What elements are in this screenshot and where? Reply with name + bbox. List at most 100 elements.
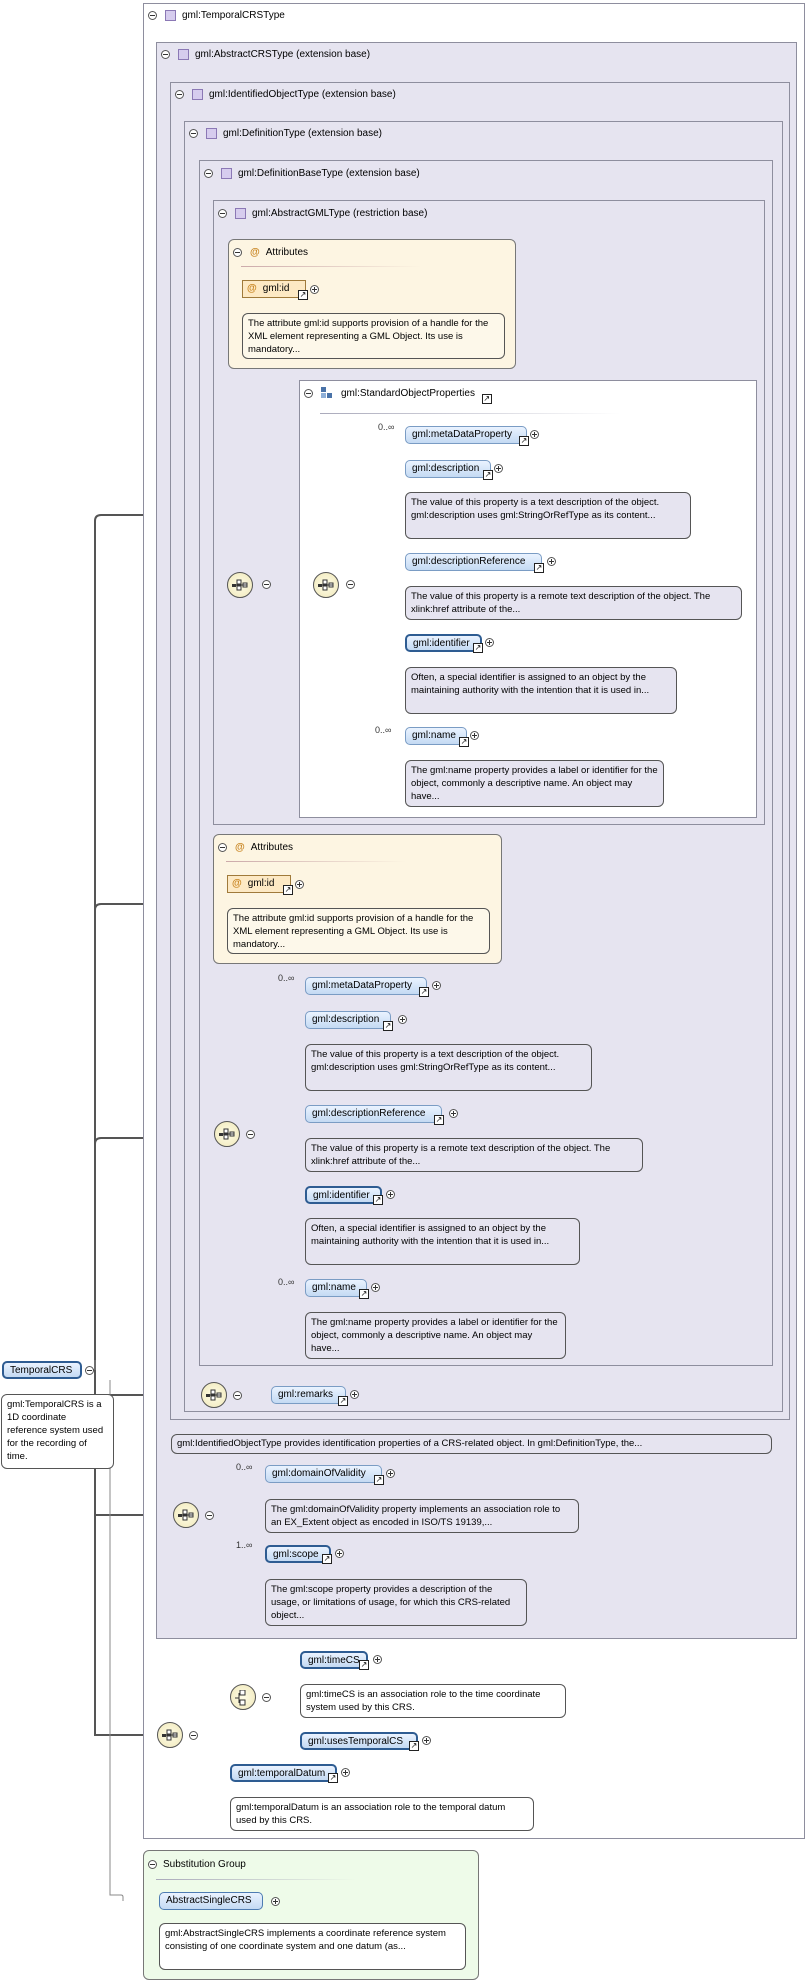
expand-plus-icon[interactable] bbox=[547, 557, 556, 566]
sequence-compositor-icon[interactable] bbox=[214, 1121, 240, 1147]
link-arrow-icon[interactable]: ↗ bbox=[374, 1475, 384, 1485]
temporal-crs-root-element[interactable]: TemporalCRS bbox=[2, 1361, 82, 1379]
expand-plus-icon[interactable] bbox=[371, 1283, 380, 1292]
domain-of-validity-element[interactable]: gml:domainOfValidity↗ bbox=[265, 1465, 384, 1485]
collapse-toggle-icon[interactable] bbox=[218, 842, 227, 852]
link-arrow-icon[interactable]: ↗ bbox=[534, 563, 544, 573]
link-arrow-icon[interactable]: ↗ bbox=[359, 1660, 369, 1670]
expand-plus-icon[interactable] bbox=[386, 1190, 395, 1199]
sequence-compositor-icon[interactable] bbox=[227, 572, 253, 598]
metadata-property-element[interactable]: gml:metaDataProperty ↗ bbox=[305, 977, 429, 997]
element-name: gml:description bbox=[412, 463, 480, 474]
cardinality-label: 0..∞ bbox=[378, 422, 395, 432]
remarks-element[interactable]: gml:remarks↗ bbox=[271, 1386, 348, 1406]
link-arrow-icon[interactable]: ↗ bbox=[483, 470, 493, 480]
sequence-compositor-icon[interactable] bbox=[173, 1502, 199, 1528]
attributes-title: @Attributes bbox=[218, 840, 293, 856]
collapse-toggle-icon[interactable] bbox=[346, 580, 355, 589]
identifier-element[interactable]: gml:identifier↗ bbox=[305, 1186, 383, 1205]
attributes-box-inner: @Attributes @gml:id ↗ The attribute gml:… bbox=[228, 239, 516, 369]
gml-id-doc: The attribute gml:id supports provision … bbox=[242, 313, 505, 359]
collapse-toggle-icon[interactable] bbox=[189, 128, 198, 138]
abstract-single-crs-element[interactable]: AbstractSingleCRS bbox=[159, 1892, 263, 1910]
collapse-toggle-icon[interactable] bbox=[204, 168, 213, 178]
collapse-toggle-icon[interactable] bbox=[218, 208, 227, 218]
attribute-name: gml:id bbox=[247, 878, 275, 889]
expand-plus-icon[interactable] bbox=[271, 1897, 280, 1906]
name-doc: The gml:name property provides a label o… bbox=[305, 1312, 566, 1359]
scope-element[interactable]: gml:scope↗ bbox=[265, 1545, 332, 1564]
link-arrow-icon[interactable]: ↗ bbox=[473, 643, 483, 653]
uses-temporal-cs-element[interactable]: gml:usesTemporalCS↗ bbox=[300, 1732, 419, 1751]
expand-plus-icon[interactable] bbox=[373, 1655, 382, 1664]
expand-plus-icon[interactable] bbox=[485, 638, 494, 647]
description-element[interactable]: gml:description↗ bbox=[305, 1011, 393, 1031]
description-reference-element[interactable]: gml:descriptionReference↗ bbox=[405, 553, 544, 573]
sequence-compositor-icon[interactable] bbox=[157, 1722, 183, 1748]
expand-plus-icon[interactable] bbox=[341, 1768, 350, 1777]
link-arrow-icon[interactable]: ↗ bbox=[359, 1289, 369, 1299]
sequence-compositor-icon[interactable] bbox=[201, 1382, 227, 1408]
collapse-toggle-icon[interactable] bbox=[189, 1731, 198, 1740]
collapse-toggle-icon[interactable] bbox=[246, 1130, 255, 1139]
collapse-toggle-icon[interactable] bbox=[148, 1859, 157, 1869]
collapse-toggle-icon[interactable] bbox=[205, 1511, 214, 1520]
element-name: gml:metaDataProperty bbox=[312, 980, 413, 991]
collapse-toggle-icon[interactable] bbox=[262, 580, 271, 589]
abstractcrs-type-title: gml:AbstractCRSType (extension base) bbox=[161, 47, 370, 63]
collapse-toggle-icon[interactable] bbox=[233, 247, 242, 257]
link-arrow-icon[interactable]: ↗ bbox=[383, 1021, 393, 1031]
type-name: gml:IdentifiedObjectType (extension base… bbox=[209, 89, 396, 100]
link-arrow-icon[interactable]: ↗ bbox=[338, 1396, 348, 1406]
choice-compositor-icon[interactable] bbox=[230, 1684, 256, 1710]
link-arrow-icon[interactable]: ↗ bbox=[283, 885, 293, 895]
expand-plus-icon[interactable] bbox=[350, 1390, 359, 1399]
collapse-toggle-icon[interactable] bbox=[304, 388, 313, 398]
collapse-toggle-icon[interactable] bbox=[262, 1693, 271, 1702]
link-arrow-icon[interactable]: ↗ bbox=[419, 987, 429, 997]
gml-id-attribute[interactable]: @gml:id ↗ bbox=[227, 875, 293, 895]
expand-plus-icon[interactable] bbox=[530, 430, 539, 439]
link-arrow-icon[interactable]: ↗ bbox=[459, 737, 469, 747]
collapse-toggle-icon[interactable] bbox=[175, 89, 184, 99]
description-element[interactable]: gml:description↗ bbox=[405, 460, 493, 480]
metadata-property-element[interactable]: gml:metaDataProperty↗ bbox=[405, 426, 529, 446]
link-arrow-icon[interactable]: ↗ bbox=[373, 1195, 383, 1205]
expand-plus-icon[interactable] bbox=[335, 1549, 344, 1558]
element-name: gml:identifier bbox=[313, 1190, 370, 1201]
expand-plus-icon[interactable] bbox=[422, 1736, 431, 1745]
expand-plus-icon[interactable] bbox=[470, 731, 479, 740]
collapse-toggle-icon[interactable] bbox=[85, 1366, 94, 1375]
expand-plus-icon[interactable] bbox=[386, 1469, 395, 1478]
collapse-toggle-icon[interactable] bbox=[148, 10, 157, 20]
expand-plus-icon[interactable] bbox=[310, 285, 319, 294]
time-cs-element[interactable]: gml:timeCS↗ bbox=[300, 1651, 369, 1670]
collapse-toggle-icon[interactable] bbox=[161, 49, 170, 59]
link-arrow-icon[interactable]: ↗ bbox=[298, 290, 308, 300]
link-arrow-icon[interactable]: ↗ bbox=[328, 1773, 338, 1783]
expand-plus-icon[interactable] bbox=[432, 981, 441, 990]
name-element[interactable]: gml:name↗ bbox=[405, 727, 469, 747]
expand-plus-icon[interactable] bbox=[494, 464, 503, 473]
element-name: gml:name bbox=[312, 1282, 356, 1293]
link-arrow-icon[interactable]: ↗ bbox=[519, 436, 529, 446]
attribute-icon: @ bbox=[250, 247, 260, 258]
expand-plus-icon[interactable] bbox=[295, 880, 304, 889]
description-reference-element[interactable]: gml:descriptionReference↗ bbox=[305, 1105, 444, 1125]
link-arrow-icon[interactable]: ↗ bbox=[481, 394, 492, 404]
name-element[interactable]: gml:name↗ bbox=[305, 1279, 369, 1299]
definition-type-title: gml:DefinitionType (extension base) bbox=[189, 126, 382, 142]
link-arrow-icon[interactable]: ↗ bbox=[409, 1741, 419, 1751]
link-arrow-icon[interactable]: ↗ bbox=[434, 1115, 444, 1125]
temporal-datum-element[interactable]: gml:temporalDatum↗ bbox=[230, 1764, 338, 1783]
collapse-toggle-icon[interactable] bbox=[233, 1391, 242, 1400]
sequence-compositor-icon[interactable] bbox=[313, 572, 339, 598]
expand-plus-icon[interactable] bbox=[398, 1015, 407, 1024]
gml-id-attribute[interactable]: @gml:id ↗ bbox=[242, 280, 308, 300]
description-doc: The value of this property is a text des… bbox=[405, 492, 691, 539]
element-name: gml:temporalDatum bbox=[238, 1768, 326, 1779]
element-name: gml:name bbox=[412, 730, 456, 741]
link-arrow-icon[interactable]: ↗ bbox=[322, 1554, 332, 1564]
identifier-element[interactable]: gml:identifier↗ bbox=[405, 634, 483, 653]
expand-plus-icon[interactable] bbox=[449, 1109, 458, 1118]
